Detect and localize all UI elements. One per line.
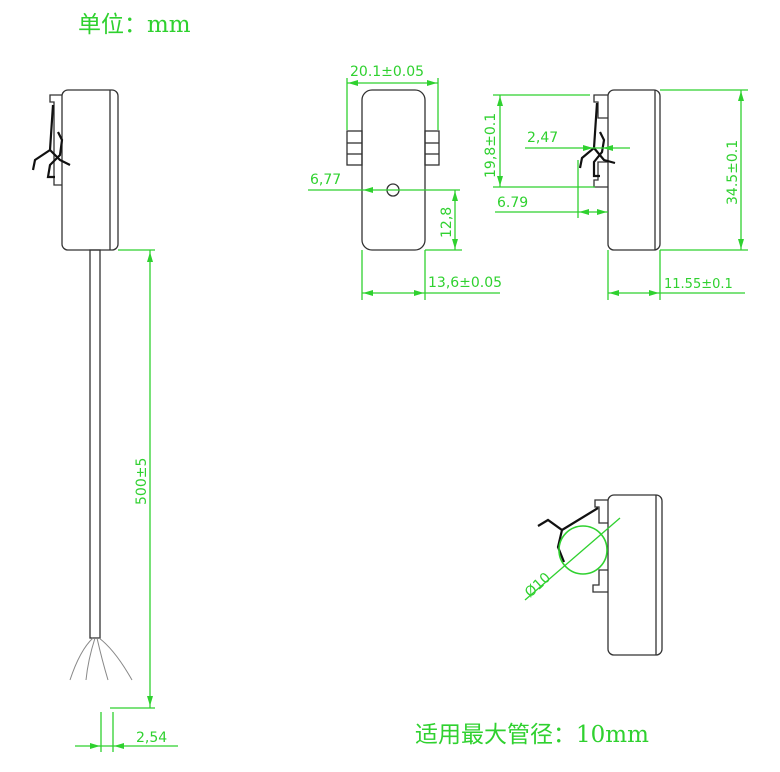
unit-label: 单位：mm <box>78 12 191 38</box>
cable-length-label: 500±5 <box>134 458 150 505</box>
pin-pitch-dimension: 2,54 <box>75 712 178 752</box>
total-height-label: 34.5±0.1 <box>725 140 741 205</box>
clip-depth-label: 6.79 <box>497 195 528 211</box>
clip-offset-label: 2,47 <box>527 130 558 146</box>
body-width-label: 13,6±0.05 <box>428 275 502 291</box>
pin-pitch-label: 2,54 <box>136 730 167 746</box>
cable-length-dimension: 500±5 <box>110 249 155 709</box>
depth-label: 11.55±0.1 <box>664 277 733 292</box>
max-diameter-label: Ø10 <box>522 570 554 601</box>
footer-label: 适用最大管径：10mm <box>415 722 649 748</box>
front-dimensions: 20.1±0.05 6,77 12,8 13,6±0.05 <box>308 64 502 300</box>
side-dimensions: 19,8±0.1 2,47 6.79 34.5±0.1 11.55±0.1 <box>483 89 748 300</box>
clamp-view: Ø10 <box>522 494 663 656</box>
clip-height-label: 19,8±0.1 <box>483 113 499 178</box>
front-view <box>346 89 440 251</box>
hole-offset-y-label: 12,8 <box>439 207 455 238</box>
side-view <box>578 89 661 251</box>
width-label: 20.1±0.05 <box>350 64 424 80</box>
hole-offset-x-label: 6,77 <box>310 172 341 188</box>
side-view-with-cable <box>31 89 133 681</box>
